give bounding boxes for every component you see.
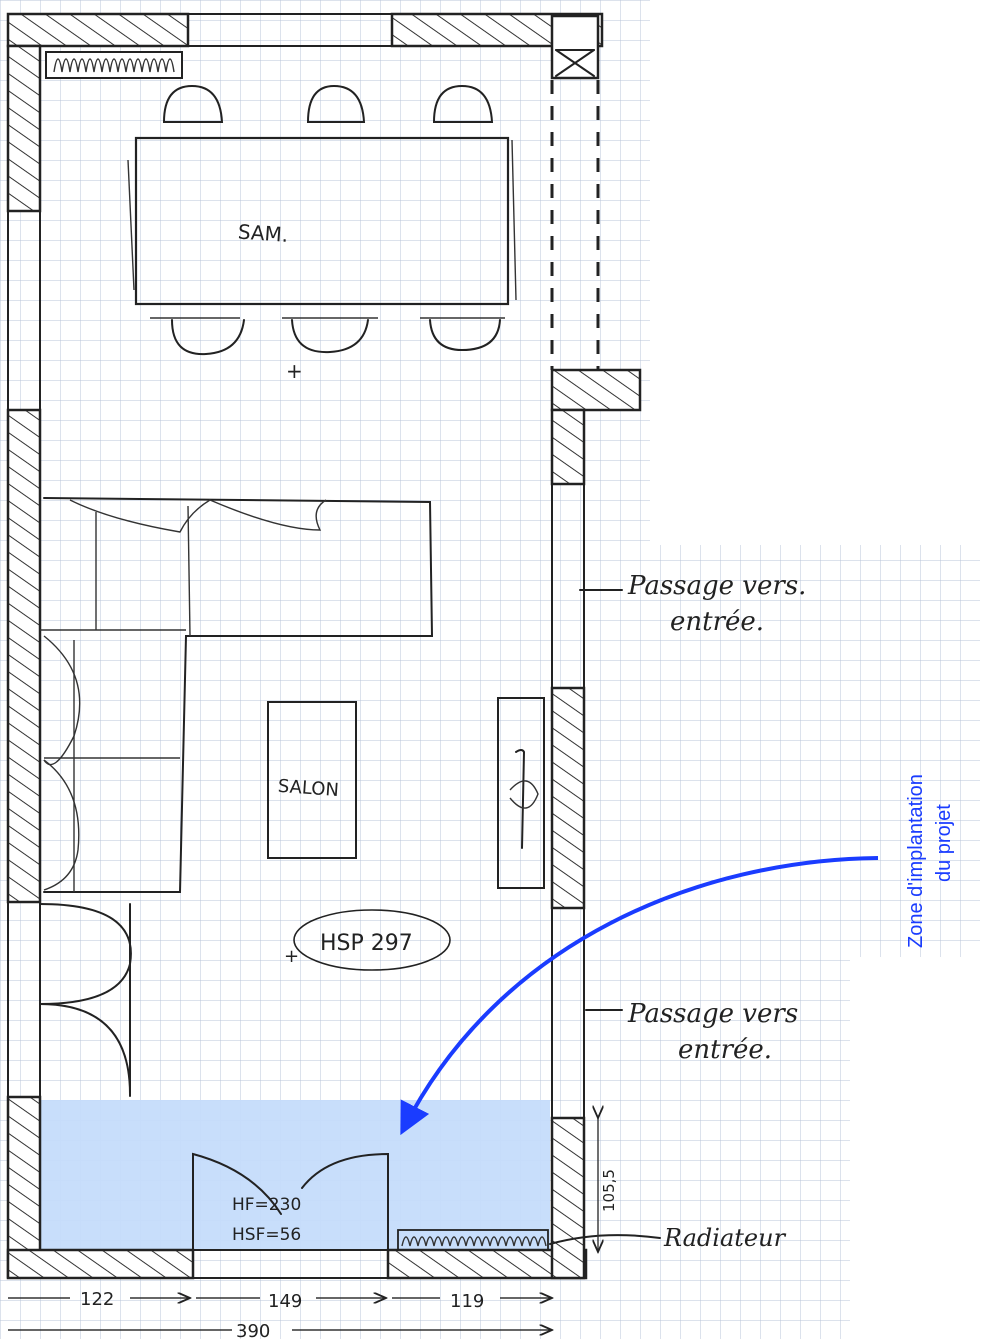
radiator-bottom bbox=[397, 1229, 549, 1251]
passage-bottom-line1: Passage vers bbox=[627, 999, 798, 1029]
dining-room-label: SAM. bbox=[237, 219, 289, 246]
project-zone-annotation: Zone d'implantation du projet bbox=[400, 774, 955, 1136]
french-window bbox=[192, 1152, 389, 1251]
project-zone-line2: du projet bbox=[933, 804, 955, 882]
dining-chairs bbox=[150, 84, 505, 356]
ceiling-height-tag: + HSP 297 bbox=[284, 909, 451, 971]
coffee-table bbox=[267, 701, 357, 859]
vertical-dimension: 105,5 bbox=[598, 1118, 618, 1252]
ceiling-height-label: HSP 297 bbox=[320, 931, 413, 956]
project-zone-arrow bbox=[400, 856, 879, 1136]
passage-top-line1: Passage vers. bbox=[627, 571, 806, 601]
center-mark: + bbox=[286, 359, 303, 383]
radiator-annotation: Radiateur bbox=[549, 1224, 787, 1252]
radiator-label: Radiateur bbox=[663, 1224, 787, 1252]
dimension-middle: 149 bbox=[268, 1291, 302, 1312]
dimension-right: 119 bbox=[450, 1291, 484, 1312]
passage-bottom-line2: entrée. bbox=[678, 1035, 772, 1065]
project-zone-highlight bbox=[40, 1100, 550, 1250]
dimension-total: 390 bbox=[236, 1321, 270, 1339]
passage-top-annotation: Passage vers. entrée. bbox=[579, 571, 806, 637]
walls bbox=[6, 12, 642, 1280]
radiator-top bbox=[45, 51, 183, 79]
left-door bbox=[39, 903, 132, 1097]
dining-table bbox=[127, 136, 517, 306]
project-zone-line1: Zone d'implantation bbox=[905, 774, 927, 948]
dimension-left: 122 bbox=[80, 1289, 114, 1310]
window-sill-label: HSF=56 bbox=[232, 1225, 301, 1245]
window-height-label: HF=230 bbox=[232, 1195, 301, 1215]
svg-text:+: + bbox=[284, 946, 299, 967]
living-room-label: SALON bbox=[277, 776, 339, 801]
horizontal-dimensions: 122 149 119 390 bbox=[8, 1289, 552, 1339]
vertical-dimension-label: 105,5 bbox=[600, 1169, 618, 1212]
sofa bbox=[40, 497, 434, 893]
passage-bottom-annotation: Passage vers entrée. bbox=[585, 999, 798, 1065]
passage-top-line2: entrée. bbox=[670, 607, 764, 637]
tv-unit bbox=[497, 697, 545, 889]
